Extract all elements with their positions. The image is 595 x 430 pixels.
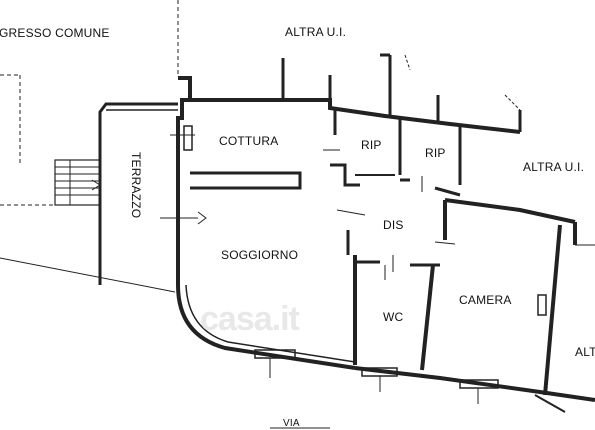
rip2-label: RIP xyxy=(425,146,446,160)
watermark: casa.it xyxy=(200,300,300,338)
camera-label: CAMERA xyxy=(459,293,512,307)
altra-top-label: ALTRA U.I. xyxy=(285,25,347,39)
ingresso-label: GRESSO COMUNE xyxy=(0,26,110,40)
altra-right-label: ALTRA U.I. xyxy=(523,160,585,174)
altra-edge-label: ALT xyxy=(575,345,595,359)
terrazzo-label: TERRAZZO xyxy=(129,152,143,219)
dis-label: DIS xyxy=(383,218,404,232)
soggiorno-label: SOGGIORNO xyxy=(221,248,299,262)
wc-label: WC xyxy=(383,310,404,324)
via-label: VIA xyxy=(283,418,300,429)
cottura-label: COTTURA xyxy=(219,134,279,148)
rip1-label: RIP xyxy=(361,138,382,152)
